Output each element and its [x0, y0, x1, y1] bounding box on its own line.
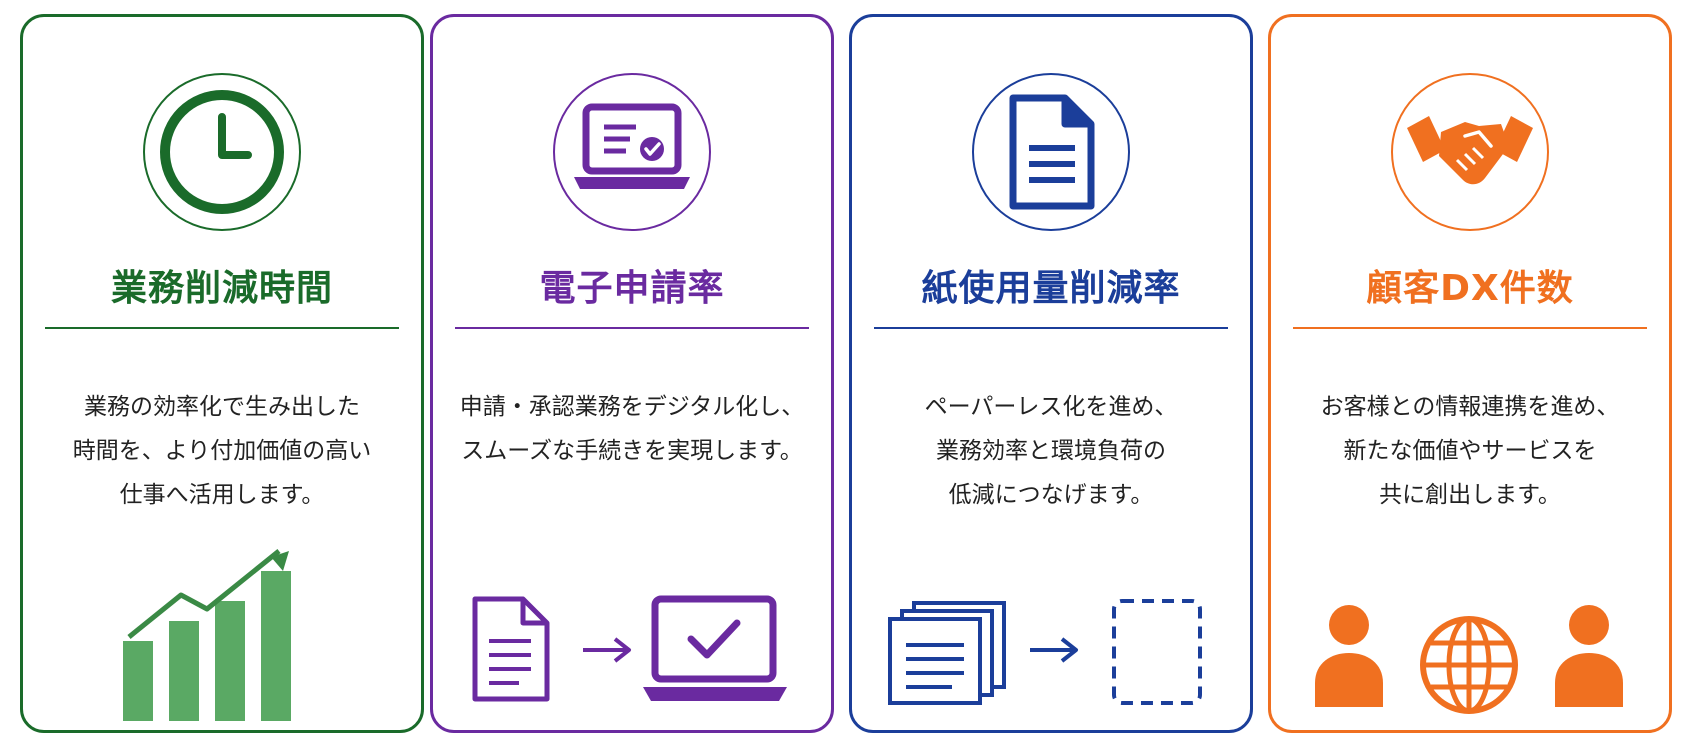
document-icon [1009, 94, 1095, 210]
paper-to-laptop-icon [433, 537, 831, 727]
card-description: お客様との情報連携を進め、 新たな価値やサービスを 共に創出します。 [1320, 394, 1620, 508]
person-icon [1315, 605, 1383, 707]
globe-icon [1420, 616, 1518, 714]
bar-1 [123, 641, 153, 721]
laptop-check-icon [643, 595, 787, 701]
growth-bar-chart-icon [23, 537, 421, 727]
trend-arrow-head [271, 551, 289, 571]
card-title: 電子申請率 [539, 268, 725, 309]
divider [874, 327, 1228, 329]
arrow-right-icon [583, 637, 631, 663]
card-description: 申請・承認業務をデジタル化し、 スムーズな手続きを実現します。 [459, 394, 805, 464]
paper-stack-icon [888, 601, 1006, 705]
icon-circle [972, 73, 1130, 231]
person-icon [1555, 605, 1623, 707]
card-description: 業務の効率化で生み出した 時間を、より付加価値の高い 仕事へ活用します。 [72, 394, 372, 508]
people-globe-icon [1271, 537, 1669, 727]
clock-icon [160, 90, 284, 214]
paper-document-icon [472, 596, 550, 702]
card-customer-dx-count: 顧客DX件数 お客様との情報連携を進め、 新たな価値やサービスを 共に創出します… [1268, 14, 1672, 733]
bar-2 [169, 621, 199, 721]
bar-4 [261, 571, 291, 721]
icon-circle [553, 73, 711, 231]
icon-circle [1391, 73, 1549, 231]
divider [45, 327, 399, 329]
divider [455, 327, 809, 329]
bar-3 [215, 601, 245, 721]
card-description: ペーパーレス化を進め、 業務効率と環境負荷の 低減につなげます。 [924, 394, 1178, 508]
card-work-time-reduction: 業務削減時間 業務の効率化で生み出した 時間を、より付加価値の高い 仕事へ活用し… [20, 14, 424, 733]
icon-circle [143, 73, 301, 231]
empty-dashed-box-icon [1112, 599, 1202, 705]
handshake-icon [1407, 116, 1533, 185]
card-title: 業務削減時間 [110, 268, 333, 309]
divider [1293, 327, 1647, 329]
arrow-right-icon [1030, 637, 1078, 663]
card-title: 顧客DX件数 [1366, 268, 1574, 309]
card-electronic-application-rate: 電子申請率 申請・承認業務をデジタル化し、 スムーズな手続きを実現します。 [430, 14, 834, 733]
card-paper-usage-reduction-rate: 紙使用量削減率 ペーパーレス化を進め、 業務効率と環境負荷の 低減につなげます。 [849, 14, 1253, 733]
laptop-document-check-icon [574, 103, 690, 189]
card-title: 紙使用量削減率 [921, 268, 1181, 309]
trend-arrow-line [127, 549, 281, 639]
paper-stack-to-empty-icon [852, 537, 1250, 727]
